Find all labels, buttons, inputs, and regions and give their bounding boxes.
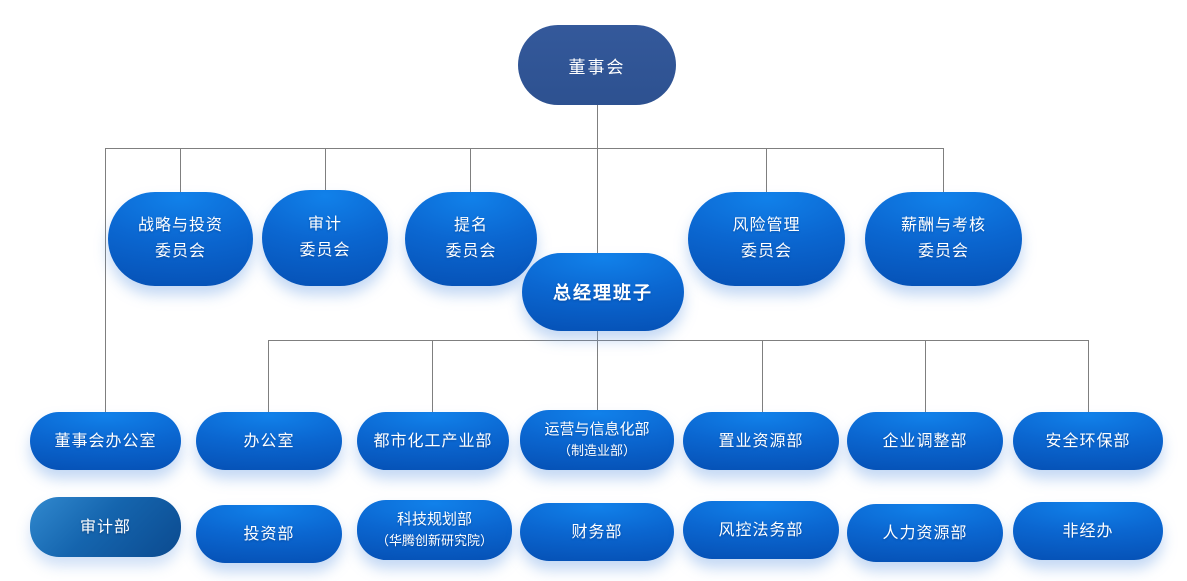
connector-rail1-drop-nomination [470,148,471,193]
node-label-line2: （制造业部） [557,443,636,458]
node-risk-management-committee: 风险管理 委员会 [688,192,845,286]
node-label-line2: 委员会 [917,243,969,260]
node-board-office: 董事会办公室 [30,412,181,470]
node-label: 置业资源部 [718,432,804,450]
node-label: 财务部 [571,523,623,541]
node-label-line2: 委员会 [445,243,497,260]
connector-rail1-drop-board-office [105,148,106,413]
connector-rail2-drop-enterprise [925,340,926,413]
node-finance-dept: 财务部 [520,503,674,561]
connector-rail1-drop-audit [325,148,326,191]
connector-rail1-drop-strategy [180,148,181,193]
node-tech-planning-dept: 科技规划部 （华腾创新研究院） [357,500,512,560]
node-label: 办公室 [243,432,295,450]
node-general-manager-team: 总经理班子 [522,253,684,331]
node-label: 董事会办公室 [54,432,157,450]
node-label: 人力资源部 [882,524,968,542]
connector-rail2-drop-office [268,340,269,413]
node-label: 科技规划部 [396,511,472,528]
node-label: 战略与投资 [137,217,223,234]
node-operations-informatization-dept: 运营与信息化部 （制造业部） [520,410,674,470]
node-nomination-committee: 提名 委员会 [405,192,537,286]
node-label: 投资部 [243,525,295,543]
connector-gm-to-rail2 [597,330,598,413]
node-urban-chemical-industry-dept: 都市化工产业部 [357,412,509,470]
node-label: 审计 [307,216,342,233]
node-label-line2: 委员会 [154,243,206,260]
node-label: 总经理班子 [553,283,653,303]
node-risk-control-legal-dept: 风控法务部 [683,501,839,559]
node-label: 安全环保部 [1045,432,1131,450]
connector-rail1-drop-risk [766,148,767,193]
node-human-resources-dept: 人力资源部 [847,504,1003,562]
node-safety-environment-dept: 安全环保部 [1013,412,1163,470]
node-audit-dept: 审计部 [30,497,181,557]
node-realty-resources-dept: 置业资源部 [683,412,839,470]
connector-root-to-rail1 [597,105,598,253]
node-label-line2: （华腾创新研究院） [375,533,493,548]
node-label: 审计部 [79,518,131,536]
connector-rail2-drop-safety [1088,340,1089,413]
node-label: 薪酬与考核 [900,217,986,234]
node-label: 非经办 [1062,522,1114,540]
node-label: 提名 [453,217,488,234]
node-label: 企业调整部 [882,432,968,450]
connector-rail2-drop-urban-chem [432,340,433,413]
connector-rail1-drop-compensation [943,148,944,193]
node-label: 风险管理 [732,217,801,234]
node-label: 都市化工产业部 [373,432,493,450]
connector-rail2-drop-realty [762,340,763,413]
node-strategy-investment-committee: 战略与投资 委员会 [108,192,253,286]
connector-rail1 [105,148,944,149]
node-audit-committee: 审计 委员会 [262,190,388,286]
node-non-operating-office: 非经办 [1013,502,1163,560]
connector-rail2 [268,340,1089,341]
node-compensation-assessment-committee: 薪酬与考核 委员会 [865,192,1022,286]
node-investment-dept: 投资部 [196,505,342,563]
node-enterprise-adjustment-dept: 企业调整部 [847,412,1003,470]
node-label: 董事会 [568,57,626,77]
node-label-line2: 委员会 [299,242,351,259]
node-office: 办公室 [196,412,342,470]
node-label: 风控法务部 [718,521,804,539]
node-board-of-directors: 董事会 [518,25,676,105]
node-label-line2: 委员会 [740,243,792,260]
node-label: 运营与信息化部 [544,421,650,438]
